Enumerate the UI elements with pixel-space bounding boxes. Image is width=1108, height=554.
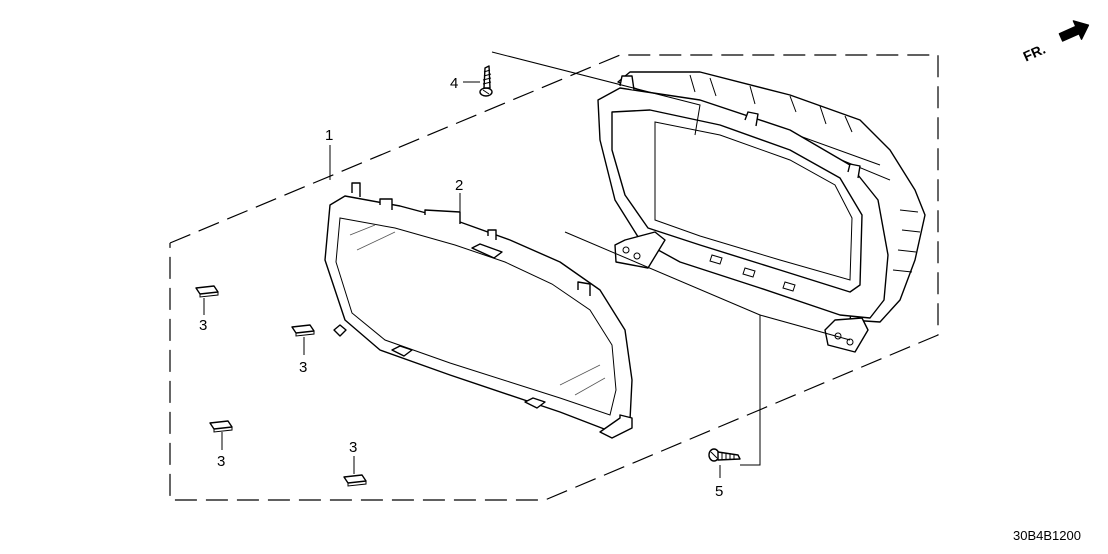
lower-screw [708,448,741,462]
callout-3c: 3 [217,453,225,470]
assembly-boundary [169,54,939,501]
callout-5: 5 [715,483,723,500]
callout-4: 4 [450,75,458,92]
callout-3d: 3 [349,439,357,456]
front-direction-arrow: FR. [1021,20,1090,65]
upper-screw [479,65,493,97]
rubber-pad-4 [343,474,367,487]
rubber-pad-1 [195,285,219,298]
callout-3b: 3 [299,359,307,376]
meter-visor-lens [324,182,633,439]
rubber-pad-3 [209,420,233,433]
rubber-pad-2 [291,324,315,337]
meter-assembly [597,71,926,353]
callout-2: 2 [455,177,463,194]
callout-3a: 3 [199,317,207,334]
direction-label: FR. [1021,41,1048,65]
callout-1: 1 [325,127,333,144]
diagram-code: 30B4B1200 [1013,528,1081,543]
leader-lines [203,51,851,478]
